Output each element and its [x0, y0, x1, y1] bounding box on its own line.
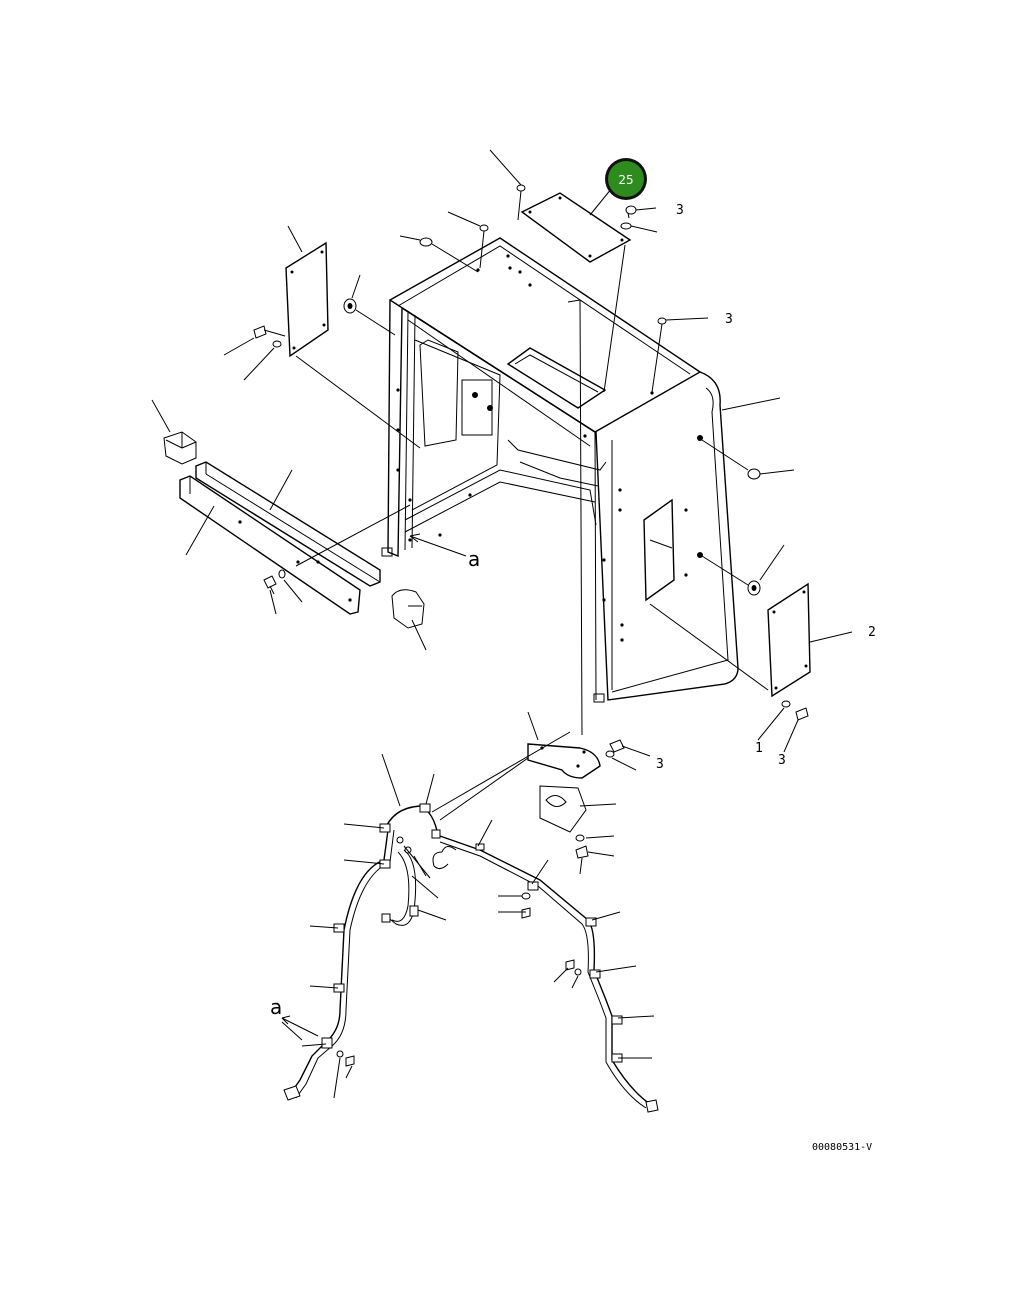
right-cover-plate — [649, 397, 853, 753]
drawing-code: 00080531-V — [812, 1142, 872, 1153]
label-lower-right-1: 1 — [755, 741, 763, 756]
left-rail-assembly — [151, 399, 427, 651]
reference-label-a-upper: a — [468, 547, 480, 571]
top-cover-plate — [520, 187, 632, 393]
label-right-cover: 2 — [868, 625, 876, 640]
frame-holes — [396, 254, 703, 642]
wiring-harness — [281, 731, 659, 1113]
callout-badge-label: 25 — [618, 173, 633, 187]
label-right-side-bolt: 3 — [725, 312, 733, 327]
main-frame — [381, 237, 739, 703]
label-top-right-bolt: 3 — [676, 203, 684, 218]
callout-badge-fill — [608, 161, 644, 197]
reference-label-a-lower: a — [270, 995, 282, 1019]
callout-badge-25[interactable]: 25 — [605, 158, 647, 200]
left-cover-plate — [223, 225, 421, 449]
top-fasteners — [399, 149, 709, 736]
label-lower-right-3: 3 — [778, 753, 786, 768]
label-bracket: 3 — [656, 757, 664, 772]
bracket-assembly — [439, 711, 651, 875]
